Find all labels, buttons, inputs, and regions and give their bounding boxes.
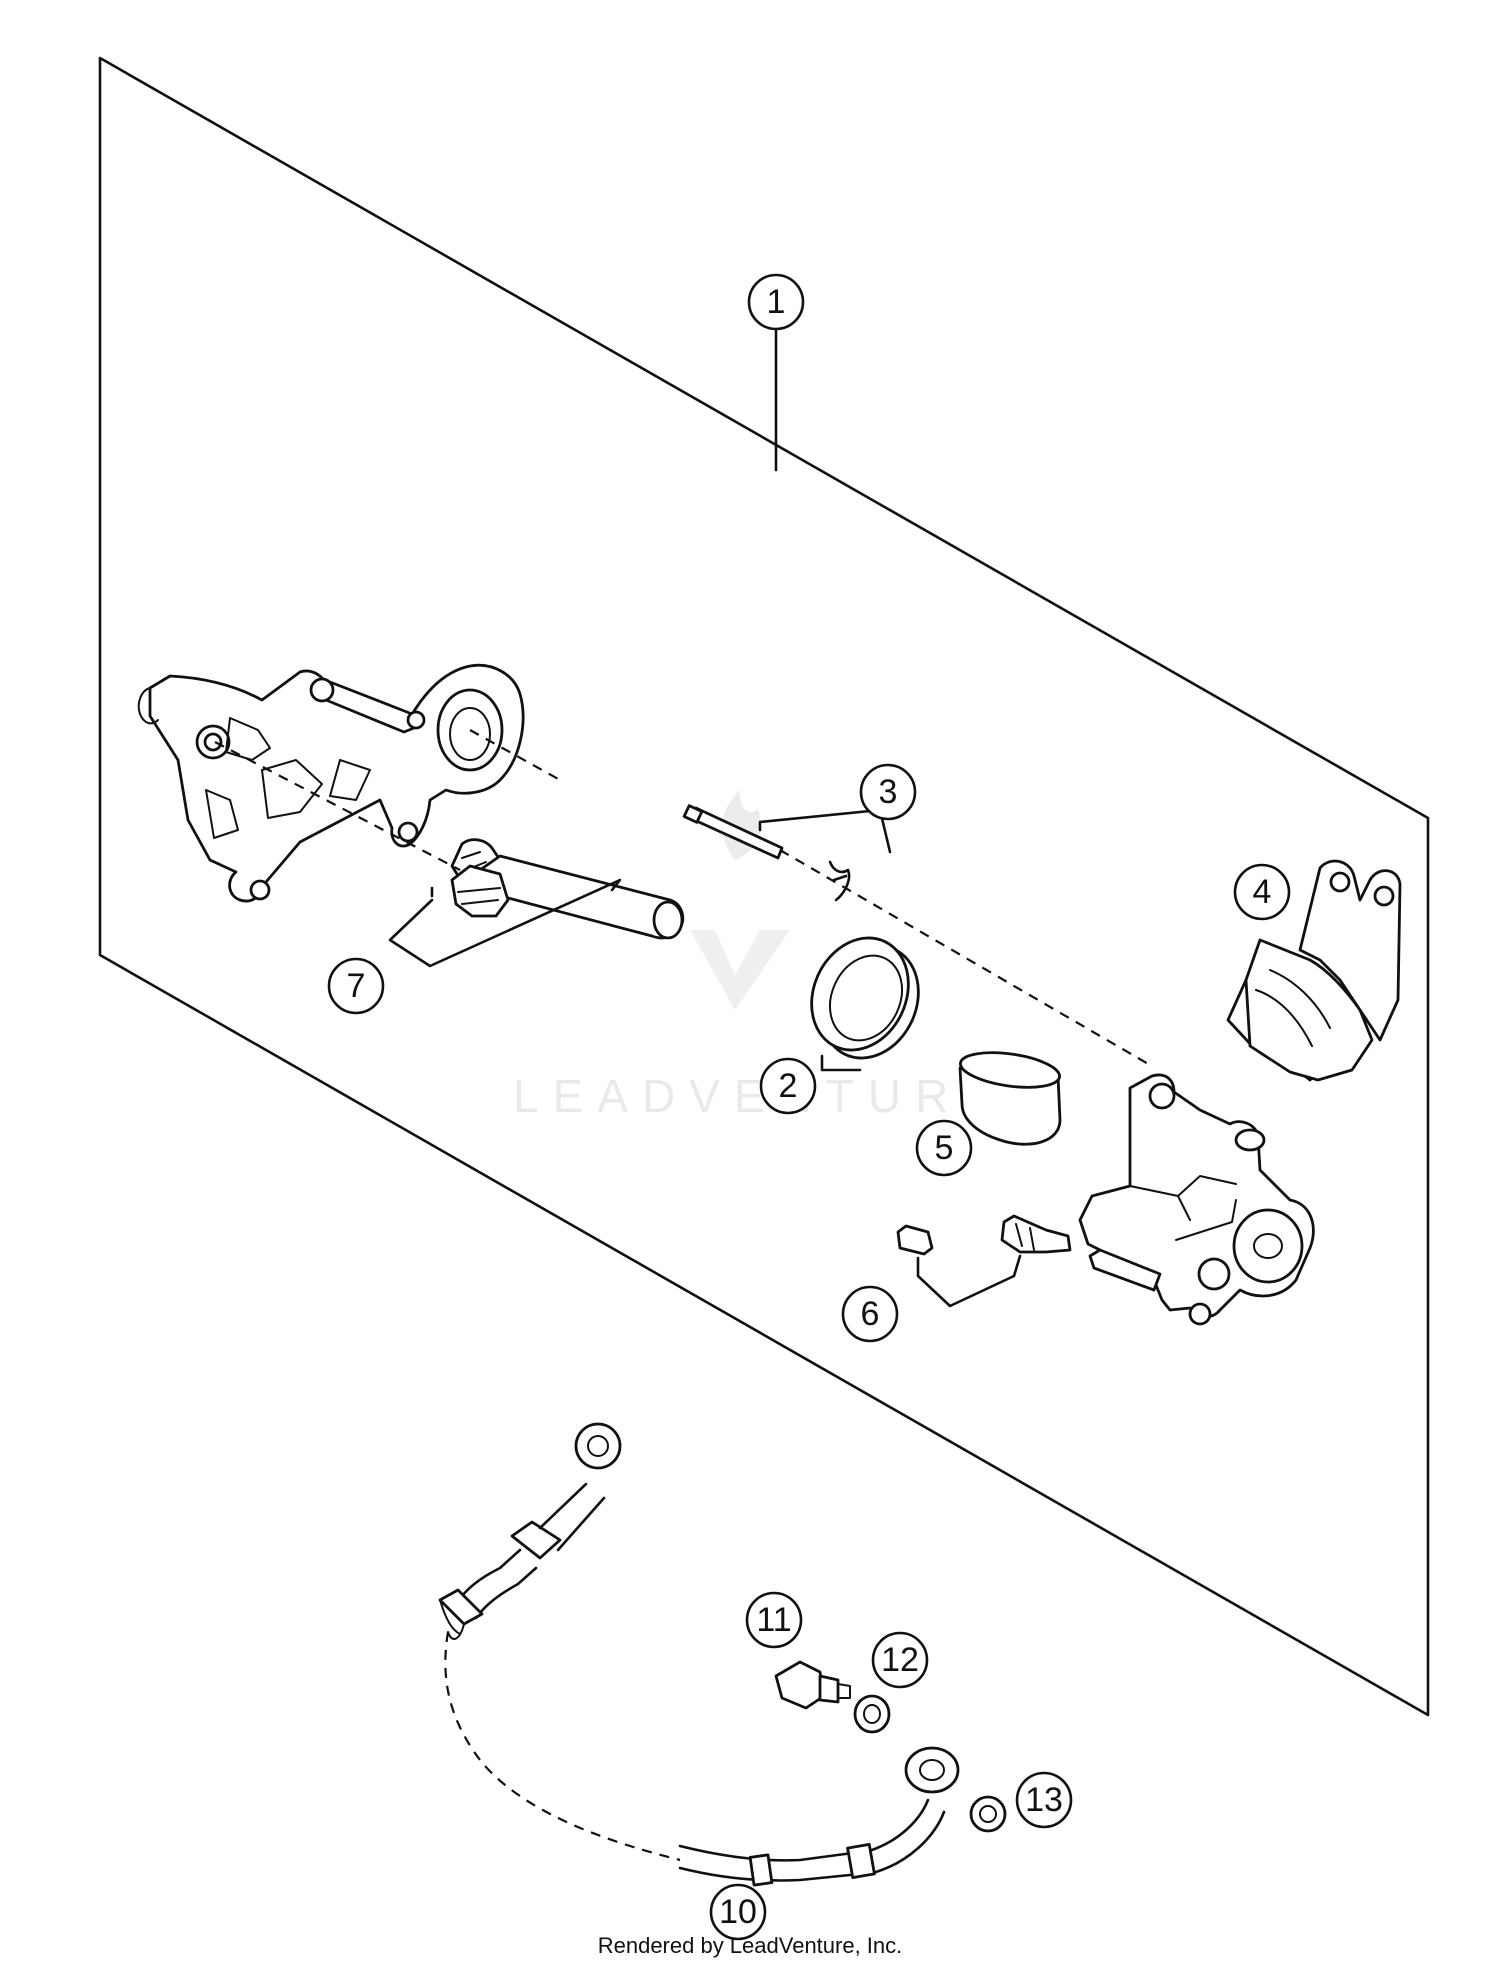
callout-4: 4 <box>1233 863 1291 921</box>
callout-12: 12 <box>871 1631 929 1689</box>
leader-line-6 <box>916 1254 1022 1308</box>
callout-5-label: 5 <box>935 1129 954 1167</box>
callout-10-label: 10 <box>719 1893 757 1931</box>
caliper-piston <box>958 1051 1062 1146</box>
callout-6: 6 <box>841 1285 899 1343</box>
callout-3-label: 3 <box>879 773 898 811</box>
watermark-logo: LEADVENTURE <box>513 790 1007 1122</box>
callout-3: 3 <box>859 763 917 821</box>
callout-13-label: 13 <box>1025 1781 1063 1819</box>
callout-6-label: 6 <box>861 1295 880 1333</box>
callout-4-label: 4 <box>1253 873 1272 911</box>
callout-12-label: 12 <box>881 1641 919 1679</box>
leader-line-7 <box>388 878 622 968</box>
sealing-washer-12 <box>853 1694 891 1734</box>
caliper-bracket <box>137 663 525 903</box>
piston-seal <box>810 936 920 1060</box>
boot-bushing <box>450 864 510 918</box>
callout-2: 2 <box>759 1057 817 1115</box>
caliper-housing <box>1078 1073 1315 1326</box>
brake-hose <box>438 1422 960 1887</box>
callout-7: 7 <box>327 957 385 1015</box>
kit-outline <box>98 56 1430 1717</box>
render-credit: Rendered by LeadVenture, Inc. <box>597 1933 903 1958</box>
callout-5: 5 <box>915 1119 973 1177</box>
callout-13: 13 <box>1015 1771 1073 1829</box>
bleeder-cap <box>896 1224 934 1256</box>
sealing-washer-13 <box>969 1795 1007 1833</box>
bleeder-screw <box>1000 1214 1072 1254</box>
callout-11-label: 11 <box>756 1601 791 1639</box>
callout-7-label: 7 <box>347 967 366 1005</box>
brake-pads <box>1226 859 1402 1082</box>
callout-10: 10 <box>709 1883 767 1941</box>
caliper-pin <box>682 804 784 860</box>
callout-2-label: 2 <box>779 1067 798 1105</box>
callout-1-label: 1 <box>767 283 786 321</box>
watermark-text: LEADVENTURE <box>513 1070 1007 1122</box>
leader-line-2 <box>820 1054 862 1072</box>
callout-11: 11 <box>745 1591 803 1649</box>
leader-line-3 <box>758 808 892 854</box>
retaining-clip <box>828 860 851 902</box>
banjo-bolt <box>774 1660 851 1710</box>
callout-1: 1 <box>747 273 805 331</box>
